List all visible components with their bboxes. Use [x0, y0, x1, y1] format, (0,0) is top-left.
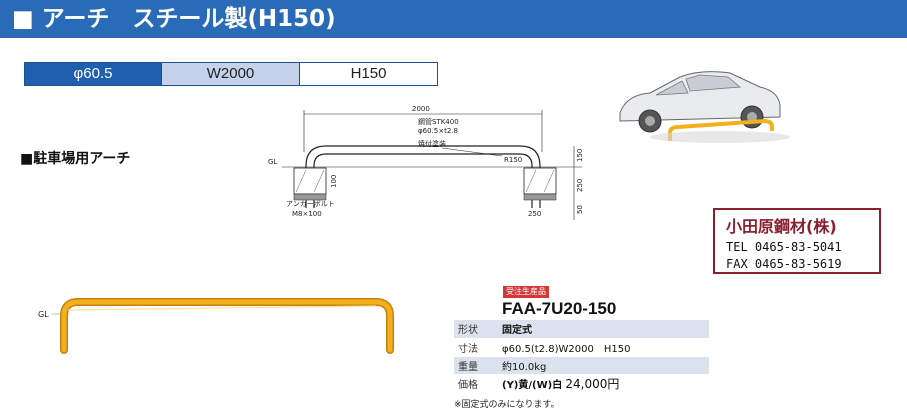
- company-box: 小田原鋼材(株) TEL 0465-83-5041 FAX 0465-83-56…: [713, 208, 881, 274]
- pipe-size: φ60.5×t2.8: [418, 127, 458, 135]
- row-key: 寸法: [454, 338, 498, 357]
- model-number: FAA-7U20-150: [502, 299, 617, 318]
- spec-height: H150: [299, 63, 437, 85]
- section-label: ■駐車場用アーチ: [20, 151, 131, 167]
- spec-bar: φ60.5 W2000 H150: [24, 62, 438, 86]
- table-row: 形状 固定式: [454, 320, 709, 339]
- spec-width: W2000: [161, 63, 299, 85]
- dim-250: 250: [576, 179, 584, 192]
- anchor-label: アンカーボルト: [286, 200, 335, 208]
- row-value: 固定式: [498, 320, 709, 339]
- dim-50: 50: [576, 205, 584, 214]
- gl-label: GL: [268, 158, 277, 166]
- dim-150: 150: [576, 149, 584, 162]
- price-value: 24,000円: [565, 376, 620, 391]
- company-fax: FAX 0465-83-5619: [726, 257, 842, 271]
- footnote: ※固定式のみになります。: [454, 400, 560, 410]
- technical-drawing: 2000 鋼管STK400 φ60.5×t2.8 焼付塗装 R150 GL 10…: [268, 105, 584, 220]
- anchor-size: M8×100: [292, 210, 322, 218]
- finish-label: 焼付塗装: [418, 139, 446, 148]
- company-name: 小田原鋼材(株): [726, 217, 837, 236]
- row-value: 約10.0kg: [498, 356, 709, 375]
- made-to-order-badge: 受注生産品: [503, 286, 549, 298]
- radius-label: R150: [504, 156, 522, 164]
- header-bar: ■ アーチ スチール製(H150): [0, 0, 907, 38]
- page-title: ■ アーチ スチール製(H150): [12, 6, 336, 32]
- row-value: φ60.5(t2.8)W2000 H150: [498, 338, 709, 357]
- row-key: 価格: [454, 374, 498, 393]
- dim-width: 2000: [412, 105, 430, 113]
- product-photo: GL: [38, 298, 394, 354]
- row-key: 重量: [454, 356, 498, 375]
- row-value: (Y)黄/(W)白 24,000円: [498, 374, 709, 393]
- spec-table: 形状 固定式 寸法 φ60.5(t2.8)W2000 H150 重量 約10.0…: [454, 320, 709, 393]
- table-row: 寸法 φ60.5(t2.8)W2000 H150: [454, 338, 709, 357]
- company-tel: TEL 0465-83-5041: [726, 240, 842, 254]
- spec-diameter: φ60.5: [25, 63, 161, 85]
- table-row: 価格 (Y)黄/(W)白 24,000円: [454, 374, 709, 393]
- row-key: 形状: [454, 320, 498, 339]
- car-illustration: [619, 71, 790, 143]
- photo-gl-label: GL: [38, 310, 49, 319]
- dim-base: 250: [528, 210, 541, 218]
- pipe-label: 鋼管STK400: [418, 117, 459, 126]
- table-row: 重量 約10.0kg: [454, 356, 709, 375]
- color-option-label: (Y)黄/(W)白: [502, 379, 563, 391]
- dim-100: 100: [330, 175, 338, 188]
